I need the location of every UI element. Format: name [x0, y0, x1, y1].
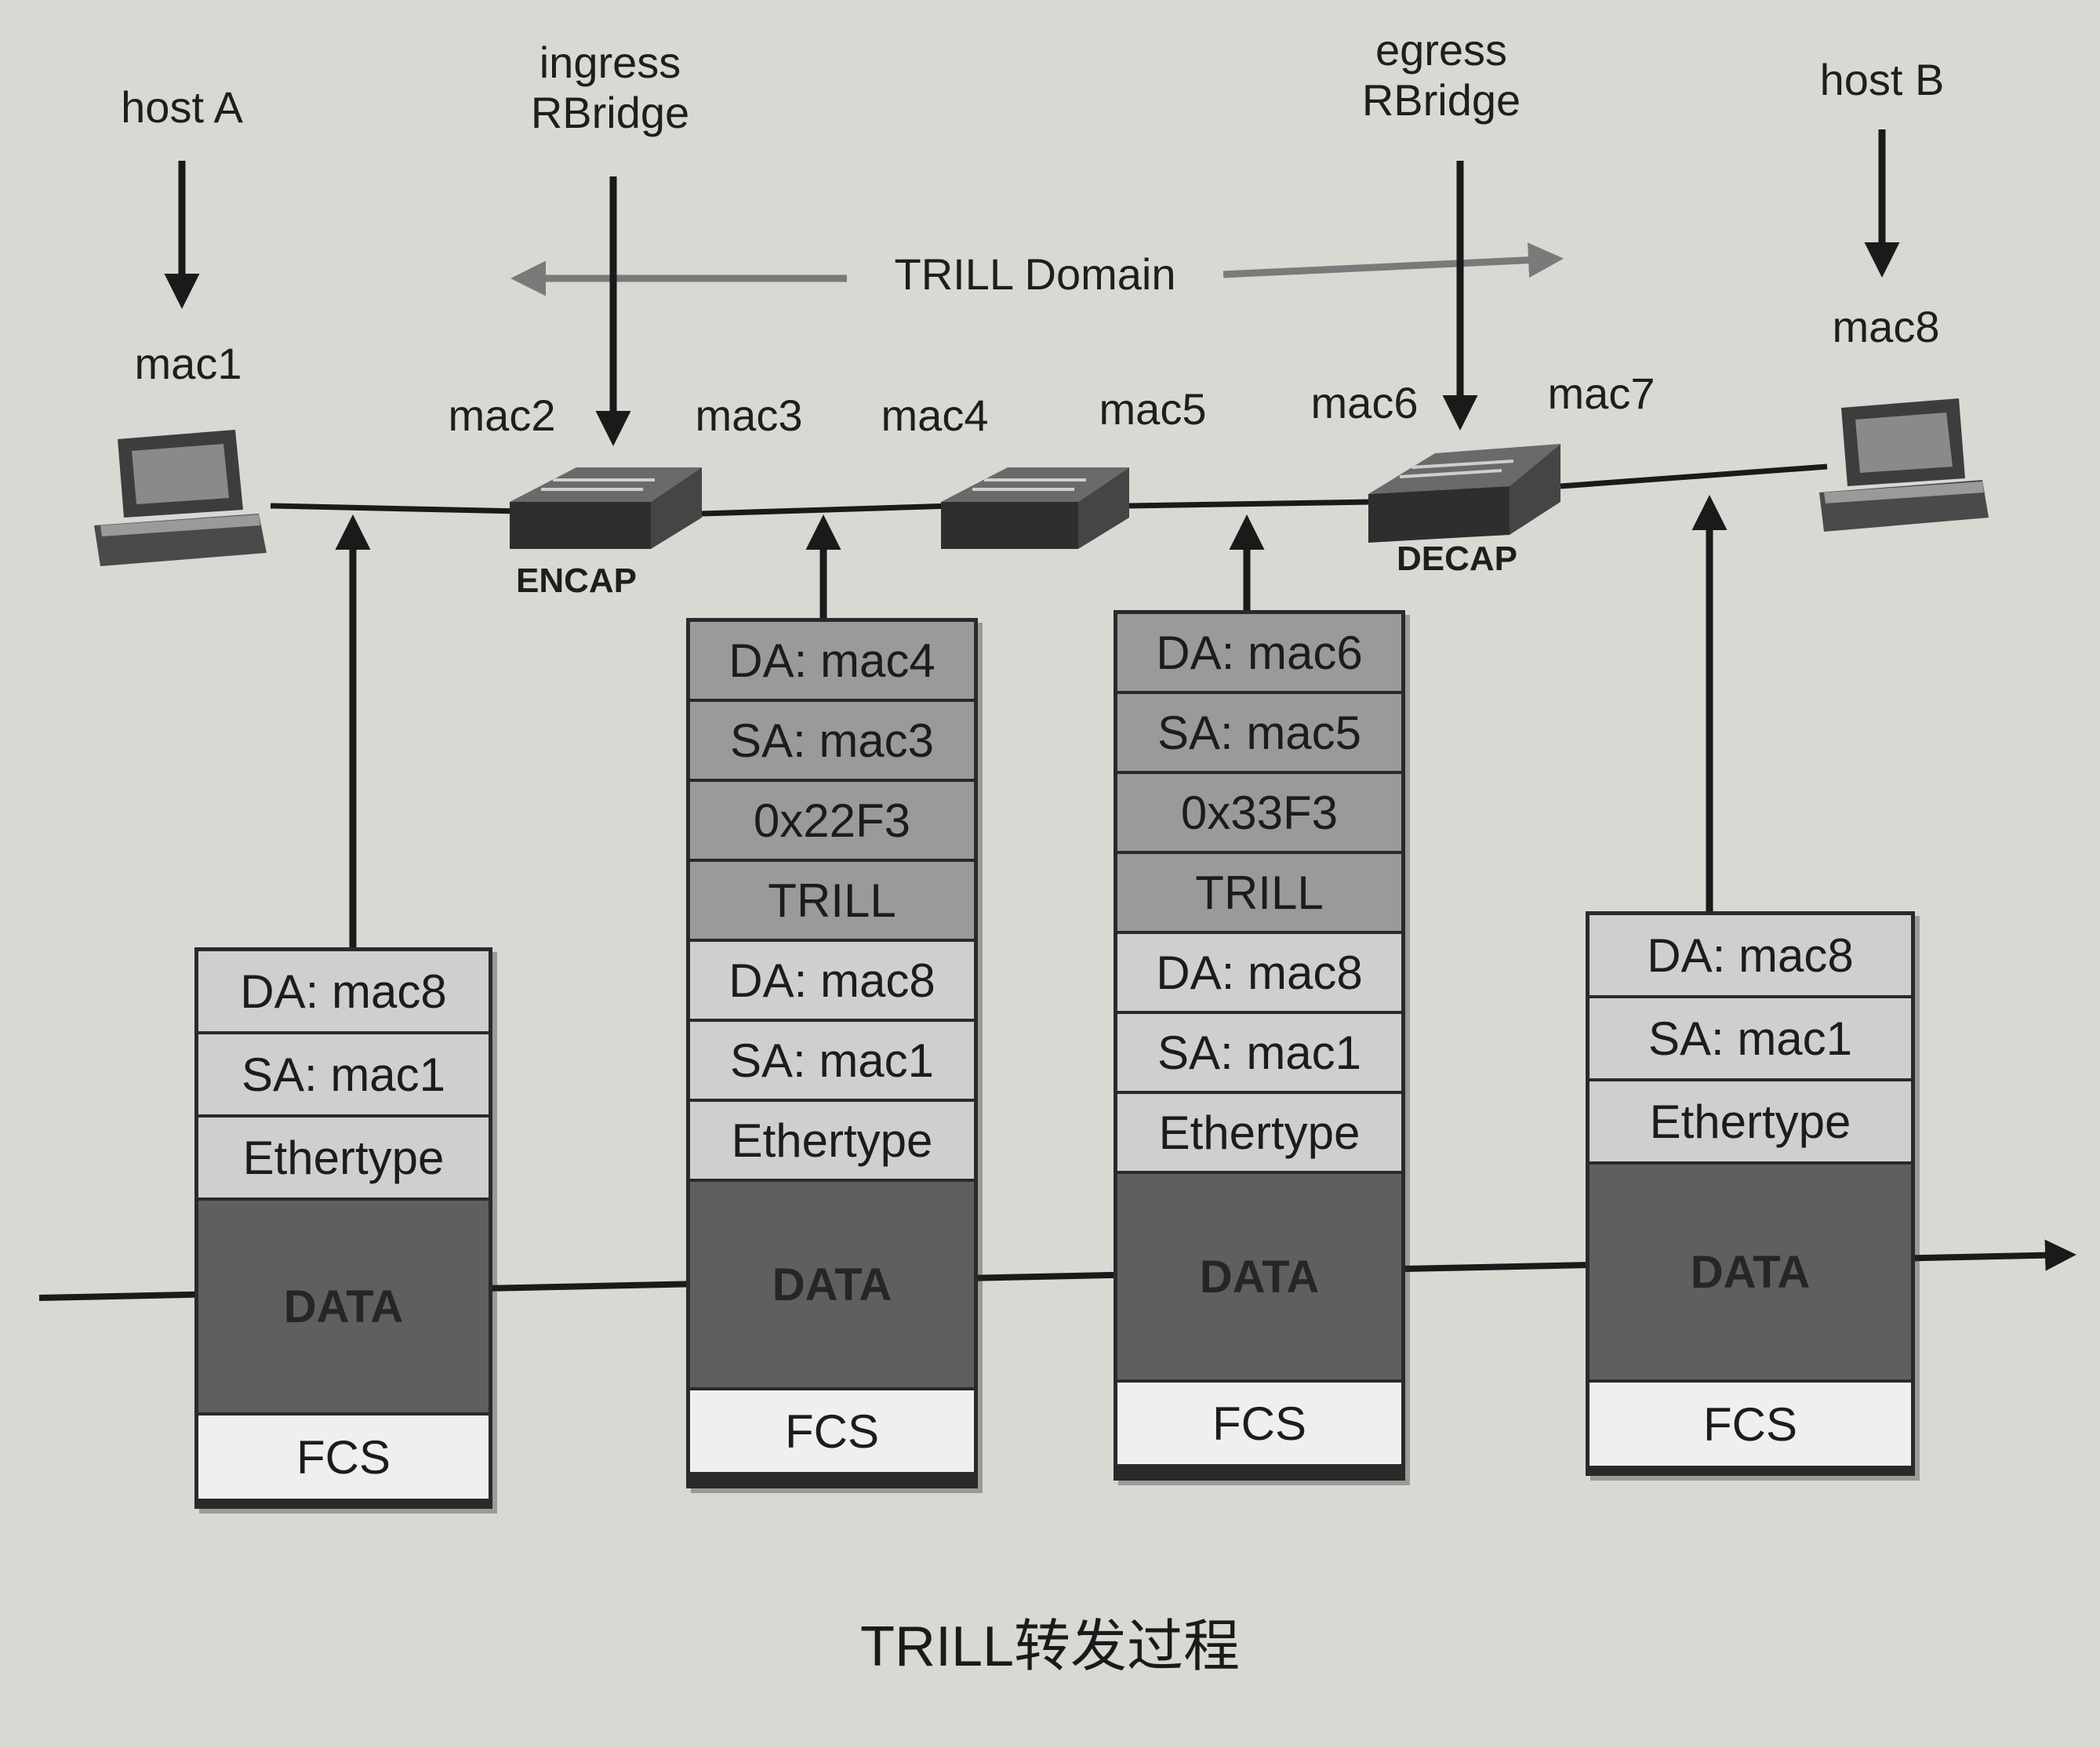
frame-field: 0x33F3	[1117, 774, 1401, 851]
mac-label-7: mac7	[1547, 369, 1655, 418]
frame-field: DA: mac8	[690, 942, 974, 1019]
mac-label-8: mac8	[1832, 302, 1940, 351]
frame-data-block: DATA	[198, 1201, 489, 1412]
mac-label-5: mac5	[1099, 384, 1207, 434]
frame-field: SA: mac3	[690, 702, 974, 779]
host-a-computer-icon	[94, 430, 267, 566]
encap-label: ENCAP	[515, 561, 638, 600]
egress-label: egress RBridge	[1361, 25, 1521, 125]
frame-data-block: DATA	[1590, 1165, 1911, 1379]
frame-field: Ethertype	[198, 1117, 489, 1197]
frame-transit-egress: DA: mac6 SA: mac5 0x33F3 TRILL DA: mac8 …	[1114, 610, 1405, 1481]
transit-switch-icon	[941, 467, 1129, 549]
frame-field: TRILL	[690, 862, 974, 939]
frame-field: SA: mac1	[1117, 1014, 1401, 1091]
frame-field: Ethertype	[1590, 1081, 1911, 1161]
link-transit-egress	[1128, 499, 1373, 509]
frame-fcs-block: FCS	[690, 1390, 974, 1472]
frame-field: DA: mac6	[1117, 614, 1401, 691]
host-b-computer-icon	[1819, 398, 1989, 532]
frame-field: TRILL	[1117, 854, 1401, 931]
figure-caption: TRILL转发过程	[859, 1615, 1241, 1678]
mac-label-4: mac4	[881, 391, 989, 440]
frame-data-block: DATA	[1117, 1174, 1401, 1379]
frame-data-block: DATA	[690, 1182, 974, 1387]
trill-domain-label: TRILL Domain	[894, 249, 1176, 299]
mac-label-2: mac2	[448, 391, 556, 440]
ingress-switch-icon	[510, 467, 702, 549]
link-host-a-ingress	[270, 503, 522, 514]
frame-ingress-egress-1: DA: mac4 SA: mac3 0x22F3 TRILL DA: mac8 …	[686, 618, 978, 1488]
frame-field: SA: mac1	[690, 1022, 974, 1099]
link-ingress-transit	[701, 503, 954, 517]
frame-fcs-block: FCS	[198, 1415, 489, 1499]
egress-switch-icon	[1368, 444, 1560, 543]
mac-label-3: mac3	[695, 391, 803, 440]
mac-label-1: mac1	[134, 339, 242, 388]
frame-fcs-block: FCS	[1590, 1383, 1911, 1466]
ingress-label: ingress RBridge	[530, 38, 690, 138]
frame-field: DA: mac4	[690, 622, 974, 699]
frame-fcs-block: FCS	[1117, 1383, 1401, 1464]
mac-label-6: mac6	[1310, 378, 1419, 427]
frame-field: DA: mac8	[1590, 915, 1911, 995]
frame-field: Ethertype	[690, 1102, 974, 1179]
host-b-label: host B	[1819, 55, 1945, 104]
frame-field: SA: mac1	[198, 1034, 489, 1114]
frame-field: 0x22F3	[690, 782, 974, 859]
decap-label: DECAP	[1396, 540, 1518, 578]
host-a-label: host A	[121, 82, 243, 132]
frame-host-b: DA: mac8 SA: mac1 Ethertype DATA FCS	[1586, 911, 1915, 1476]
link-egress-host-b	[1560, 463, 1828, 489]
frame-field: SA: mac1	[1590, 998, 1911, 1078]
frame-field: DA: mac8	[198, 951, 489, 1031]
frame-field: DA: mac8	[1117, 934, 1401, 1011]
frame-field: Ethertype	[1117, 1094, 1401, 1171]
trill-domain-arrow-right	[1223, 242, 1564, 278]
frame-field: SA: mac5	[1117, 694, 1401, 771]
frame-host-a: DA: mac8 SA: mac1 Ethertype DATA FCS	[194, 947, 492, 1509]
